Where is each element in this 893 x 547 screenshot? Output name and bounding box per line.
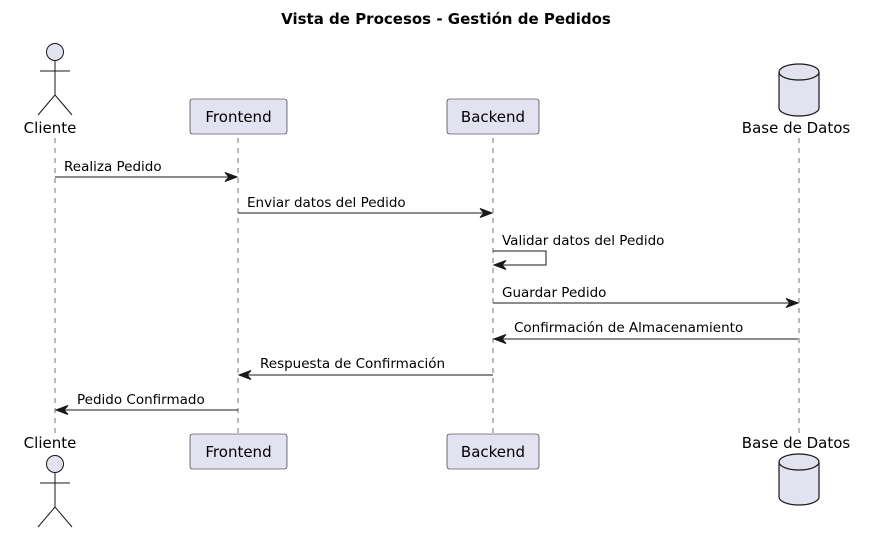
participant-label-backend: Backend — [461, 108, 525, 126]
arrowhead-icon — [479, 208, 494, 218]
message-arrow — [493, 250, 547, 266]
participant-box — [189, 433, 288, 470]
message-guardar-pedido: Guardar Pedido — [493, 285, 800, 308]
message-validar-datos: Validar datos del Pedido — [492, 233, 664, 270]
message-label: Realiza Pedido — [64, 159, 162, 175]
participant-backend-bottom: Backend — [446, 433, 540, 470]
participants-top: Cliente Frontend Backend Base de Datos — [24, 43, 851, 137]
participant-label-cliente: Cliente — [24, 119, 77, 137]
actor-icon — [37, 43, 73, 116]
database-db-bottom: Base de Datos — [742, 434, 851, 506]
participant-box — [189, 98, 288, 135]
lifelines — [54, 138, 800, 433]
participant-label-db: Base de Datos — [742, 434, 851, 452]
message-label: Respuesta de Confirmación — [260, 356, 445, 372]
message-enviar-datos: Enviar datos del Pedido — [238, 195, 494, 218]
actor-cliente-bottom: Cliente — [24, 434, 77, 528]
participant-label-backend: Backend — [461, 443, 525, 461]
database-db-top: Base de Datos — [742, 63, 851, 137]
messages: Realiza Pedido Enviar datos del Pedido V… — [54, 159, 800, 415]
participants-bottom: Cliente Frontend Backend Base de Datos — [24, 433, 851, 528]
message-respuesta-confirmacion: Respuesta de Confirmación — [237, 356, 493, 380]
participant-box — [446, 433, 540, 470]
database-icon — [778, 453, 820, 506]
participant-frontend-top: Frontend — [189, 98, 288, 135]
arrowhead-icon — [54, 405, 69, 415]
message-label: Confirmación de Almacenamiento — [514, 320, 743, 336]
message-confirmacion-almacenamiento: Confirmación de Almacenamiento — [492, 320, 798, 344]
diagram-title: Vista de Procesos - Gestión de Pedidos — [281, 10, 611, 28]
message-realiza-pedido: Realiza Pedido — [55, 159, 239, 182]
arrowhead-icon — [785, 298, 800, 308]
participant-label-cliente: Cliente — [24, 434, 77, 452]
message-label: Validar datos del Pedido — [502, 233, 664, 249]
message-pedido-confirmado: Pedido Confirmado — [54, 392, 238, 415]
participant-box — [446, 98, 540, 135]
participant-label-frontend: Frontend — [205, 443, 271, 461]
message-label: Pedido Confirmado — [77, 392, 205, 408]
participant-backend-top: Backend — [446, 98, 540, 135]
message-label: Enviar datos del Pedido — [247, 195, 406, 211]
arrowhead-icon — [492, 260, 507, 270]
participant-label-db: Base de Datos — [742, 119, 851, 137]
actor-icon — [37, 455, 73, 528]
database-icon — [778, 63, 820, 117]
actor-cliente-top: Cliente — [24, 43, 77, 137]
participant-frontend-bottom: Frontend — [189, 433, 288, 470]
participant-label-frontend: Frontend — [205, 108, 271, 126]
message-label: Guardar Pedido — [502, 285, 606, 301]
arrowhead-icon — [224, 172, 239, 182]
arrowhead-icon — [492, 334, 507, 344]
arrowhead-icon — [237, 370, 252, 380]
